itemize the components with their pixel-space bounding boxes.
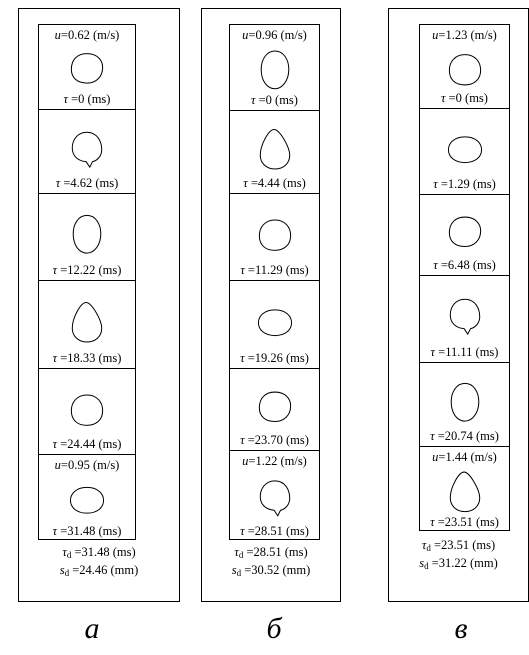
time-label: τ =11.11 (ms) bbox=[420, 345, 509, 359]
time-label: τ =23.51 (ms) bbox=[420, 515, 509, 529]
droplet-outline bbox=[64, 386, 110, 432]
time-label: τ =6.48 (ms) bbox=[420, 258, 509, 272]
droplet-frame: τ =1.29 (ms) bbox=[420, 109, 509, 195]
detachment-time: τd =23.51 (ms) bbox=[388, 538, 529, 556]
droplet-outline bbox=[252, 299, 298, 345]
droplet-outline bbox=[64, 126, 110, 172]
droplet-outline bbox=[252, 127, 298, 173]
time-label: τ =18.33 (ms) bbox=[39, 351, 135, 365]
detachment-distance: sd =31.22 (mm) bbox=[388, 556, 529, 574]
time-label: τ =23.70 (ms) bbox=[230, 433, 319, 447]
velocity-label: u=1.23 (m/s) bbox=[420, 28, 509, 42]
time-label: τ =20.74 (ms) bbox=[420, 429, 509, 443]
time-label: τ =0 (ms) bbox=[230, 93, 319, 107]
time-label: τ =11.29 (ms) bbox=[230, 263, 319, 277]
frame-strip: u=0.96 (m/s) τ =0 (ms) τ =4.44 (ms) τ =11.2… bbox=[229, 24, 320, 540]
droplet-outline bbox=[442, 126, 488, 172]
droplet-frame: τ =6.48 (ms) bbox=[420, 195, 509, 276]
time-label: τ =1.29 (ms) bbox=[420, 177, 509, 191]
panel-caption: в bbox=[431, 612, 491, 646]
droplet-frame: u=0.95 (m/s) τ =31.48 (ms) bbox=[39, 455, 135, 541]
droplet-frame: u=0.62 (m/s) τ =0 (ms) bbox=[39, 25, 135, 110]
droplet-outline bbox=[442, 469, 488, 515]
velocity-label: u=0.62 (m/s) bbox=[39, 28, 135, 42]
droplet-outline bbox=[64, 212, 110, 258]
droplet-frame: τ =11.11 (ms) bbox=[420, 276, 509, 363]
droplet-frame: τ =20.74 (ms) bbox=[420, 363, 509, 447]
time-label: τ =4.62 (ms) bbox=[39, 176, 135, 190]
frame-strip: u=1.23 (m/s) τ =0 (ms) τ =1.29 (ms) τ =6.48… bbox=[419, 24, 510, 531]
droplet-frame: τ =4.62 (ms) bbox=[39, 110, 135, 194]
panel-summary: τd =31.48 (ms)sd =24.46 (mm) bbox=[18, 545, 180, 581]
droplet-frame: τ =23.70 (ms) bbox=[230, 369, 319, 451]
time-label: τ =4.44 (ms) bbox=[230, 176, 319, 190]
time-label: τ =0 (ms) bbox=[420, 91, 509, 105]
droplet-outline bbox=[64, 299, 110, 345]
droplet-frame: u=1.22 (m/s) τ =28.51 (ms) bbox=[230, 451, 319, 541]
droplet-frame: τ =4.44 (ms) bbox=[230, 111, 319, 194]
detachment-time: τd =31.48 (ms) bbox=[18, 545, 180, 563]
droplet-frame: u=0.96 (m/s) τ =0 (ms) bbox=[230, 25, 319, 111]
panel-summary: τd =28.51 (ms)sd =30.52 (mm) bbox=[201, 545, 341, 581]
droplet-outline bbox=[442, 379, 488, 425]
droplet-frame: τ =12.22 (ms) bbox=[39, 194, 135, 281]
droplet-outline bbox=[64, 477, 110, 523]
droplet-frame: τ =18.33 (ms) bbox=[39, 281, 135, 369]
velocity-label: u=1.22 (m/s) bbox=[230, 454, 319, 468]
detachment-distance: sd =30.52 (mm) bbox=[201, 563, 341, 581]
time-label: τ =0 (ms) bbox=[39, 92, 135, 106]
droplet-outline bbox=[442, 210, 488, 256]
droplet-outline bbox=[252, 212, 298, 258]
frame-strip: u=0.62 (m/s) τ =0 (ms) τ =4.62 (ms) τ =12.2… bbox=[38, 24, 136, 540]
panel-caption: б bbox=[244, 612, 304, 646]
droplet-frame: u=1.44 (m/s) τ =23.51 (ms) bbox=[420, 447, 509, 532]
droplet-frame: u=1.23 (m/s) τ =0 (ms) bbox=[420, 25, 509, 109]
time-label: τ =19.26 (ms) bbox=[230, 351, 319, 365]
panel-caption: а bbox=[62, 612, 122, 646]
time-label: τ =31.48 (ms) bbox=[39, 524, 135, 538]
velocity-label: u=0.95 (m/s) bbox=[39, 458, 135, 472]
velocity-label: u=0.96 (m/s) bbox=[230, 28, 319, 42]
droplet-outline bbox=[252, 475, 298, 521]
droplet-frame: τ =11.29 (ms) bbox=[230, 194, 319, 281]
detachment-time: τd =28.51 (ms) bbox=[201, 545, 341, 563]
droplet-outline bbox=[442, 294, 488, 340]
droplet-outline bbox=[252, 47, 298, 93]
droplet-outline bbox=[252, 384, 298, 430]
droplet-frame: τ =19.26 (ms) bbox=[230, 281, 319, 369]
time-label: τ =24.44 (ms) bbox=[39, 437, 135, 451]
droplet-outline bbox=[442, 46, 488, 92]
velocity-label: u=1.44 (m/s) bbox=[420, 450, 509, 464]
time-label: τ =28.51 (ms) bbox=[230, 524, 319, 538]
time-label: τ =12.22 (ms) bbox=[39, 263, 135, 277]
droplet-frame: τ =24.44 (ms) bbox=[39, 369, 135, 455]
panel-summary: τd =23.51 (ms)sd =31.22 (mm) bbox=[388, 538, 529, 574]
droplet-outline bbox=[64, 46, 110, 92]
detachment-distance: sd =24.46 (mm) bbox=[18, 563, 180, 581]
